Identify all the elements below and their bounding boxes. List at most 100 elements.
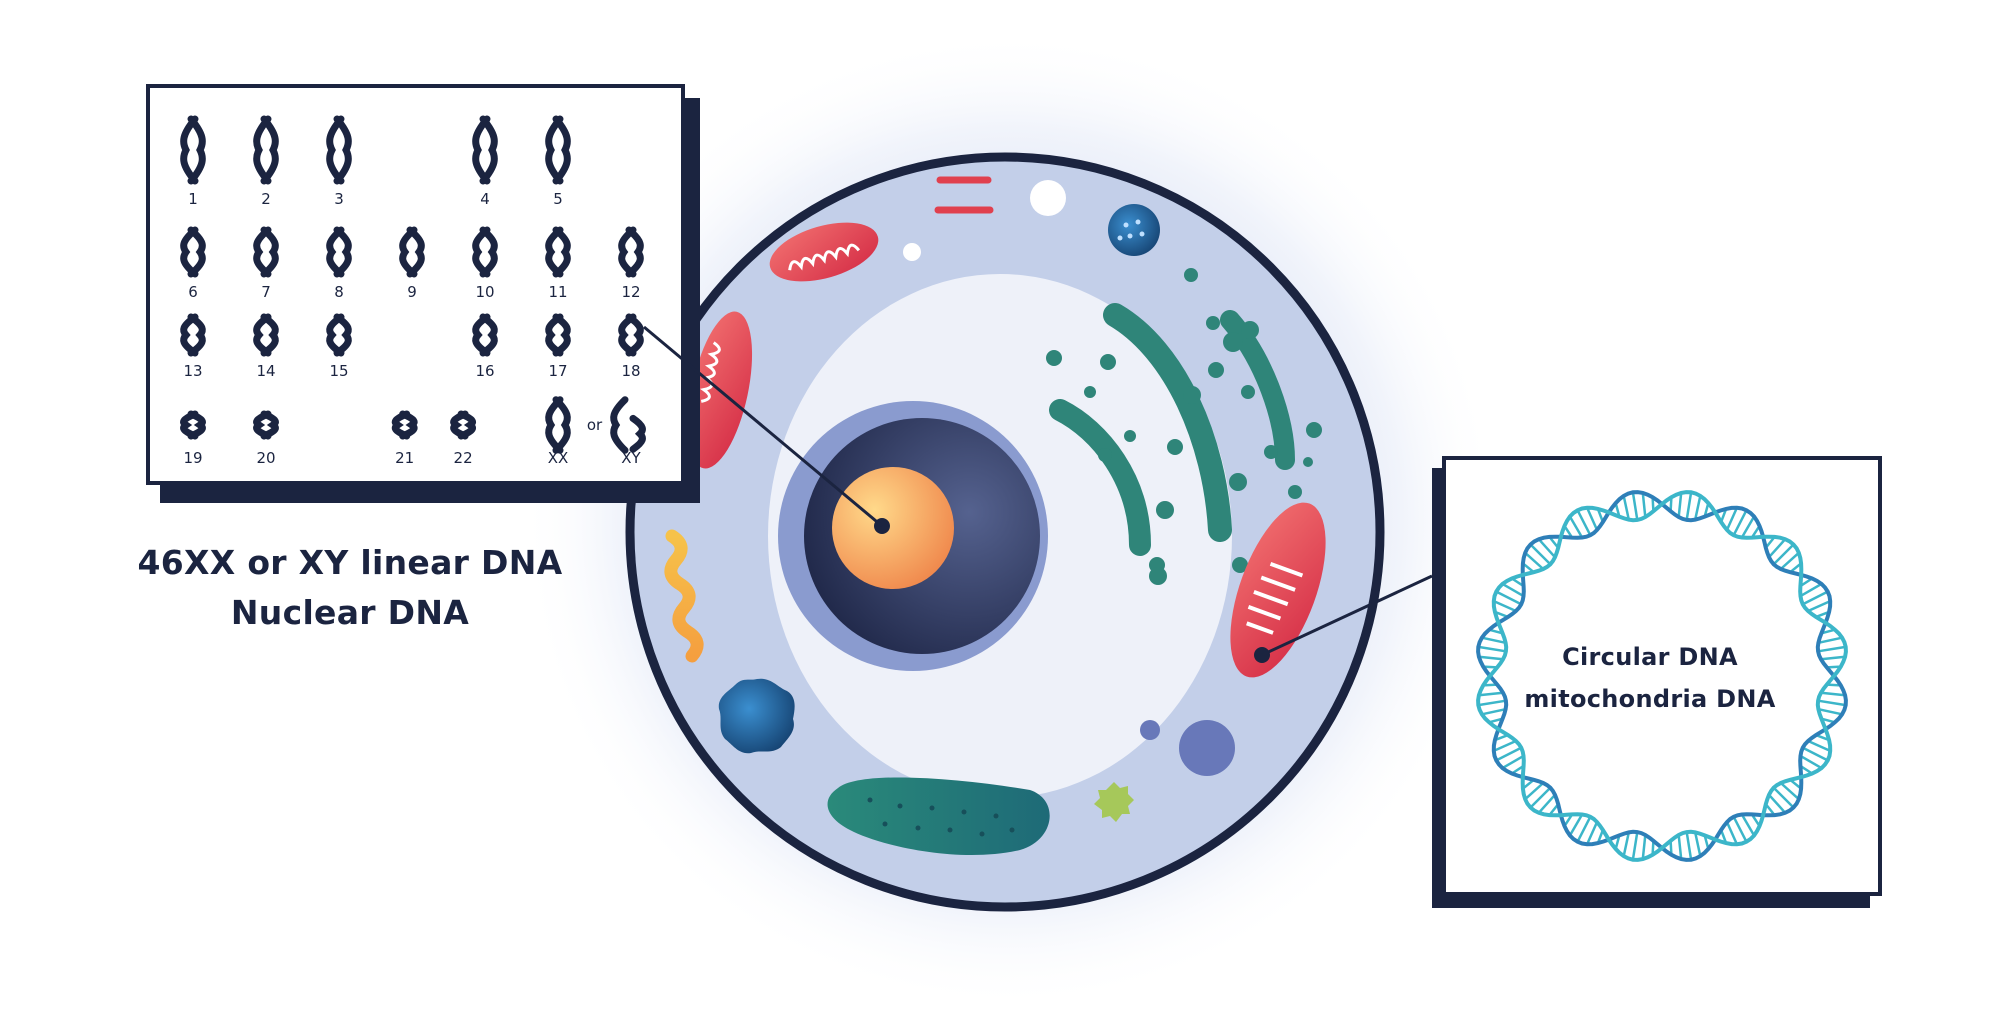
- dna-base-pair: [1568, 515, 1584, 539]
- chromosome-12: 12: [618, 226, 644, 301]
- dna-base-pair: [1768, 538, 1787, 559]
- chromosome-label: 16: [475, 362, 494, 380]
- lysosome-blob: [718, 678, 795, 754]
- chromosome-6: 6: [180, 226, 206, 301]
- er-vesicles: [1046, 268, 1322, 585]
- chromosome-18: 18: [618, 313, 644, 380]
- dna-base-pair: [1529, 786, 1552, 809]
- dna-base-pair: [1631, 831, 1639, 860]
- mito-dna-box: [1442, 456, 1882, 896]
- dna-base-pair: [1802, 746, 1829, 762]
- chromosome-9: 9: [399, 226, 425, 301]
- dna-base-pair: [1524, 551, 1545, 570]
- dna-base-pair: [1820, 655, 1846, 661]
- karyotype-or-label: or: [587, 416, 603, 434]
- dna-base-pair: [1693, 832, 1702, 857]
- dna-base-pair: [1537, 538, 1556, 559]
- chromosome-label: 3: [334, 190, 344, 208]
- dna-base-pair: [1817, 699, 1846, 707]
- mito-caption-line2: mitochondria DNA: [1524, 685, 1776, 713]
- karyotype-box: [146, 84, 685, 485]
- chromosome-label: 15: [329, 362, 348, 380]
- dna-base-pair: [1725, 507, 1739, 531]
- mito-pointer-line: [1261, 574, 1433, 657]
- chromosome-label: 7: [261, 283, 271, 301]
- dna-base-pair: [1576, 816, 1592, 843]
- chromosome-label: 4: [480, 190, 490, 208]
- chromosome-label: 10: [475, 283, 494, 301]
- ribosome-cluster: [1108, 204, 1160, 256]
- nuclear-caption-line1: 46XX or XY linear DNA: [137, 543, 563, 582]
- dna-base-pair: [1802, 590, 1829, 606]
- nuclear-caption-line2: Nuclear DNA: [230, 593, 470, 632]
- dna-base-pair: [1622, 495, 1631, 520]
- dna-base-pair: [1685, 492, 1693, 521]
- dna-base-pair: [1568, 813, 1584, 837]
- dna-base-pair: [1820, 691, 1846, 697]
- dna-base-pair: [1622, 832, 1631, 857]
- vesicle-white-large: [1030, 180, 1066, 216]
- chromosome-11: 11: [545, 226, 571, 301]
- chromosome-5: 5: [545, 115, 571, 208]
- chromosome-22: 22: [450, 410, 476, 467]
- dna-base-pair: [1493, 739, 1517, 753]
- dna-base-pair: [1772, 543, 1795, 566]
- chromosome-label: 8: [334, 283, 344, 301]
- dna-base-pair: [1799, 754, 1823, 770]
- chromosome-label: 12: [621, 283, 640, 301]
- chromosome-15: 15: [326, 313, 352, 380]
- chromosome-19: 19: [180, 410, 206, 467]
- dna-base-pair: [1768, 793, 1787, 814]
- chromosome-label: 19: [183, 449, 202, 467]
- mito-caption-line1: Circular DNA: [1562, 643, 1738, 671]
- chromosome-10: 10: [472, 226, 498, 301]
- chromosome-16: 16: [472, 313, 498, 380]
- dna-base-pair: [1677, 492, 1683, 518]
- dna-base-pair: [1481, 707, 1506, 716]
- chromosome-label: 5: [553, 190, 563, 208]
- dna-base-pair: [1818, 707, 1843, 716]
- chromosome-label: 2: [261, 190, 271, 208]
- yellow-squiggle: [664, 529, 704, 663]
- dna-base-pair: [1677, 834, 1683, 860]
- nuclear-dna-caption: 46XX or XY linear DNA Nuclear DNA: [110, 538, 590, 638]
- dna-base-pair: [1779, 782, 1800, 801]
- dna-base-pair: [1631, 492, 1639, 521]
- dna-base-pair: [1501, 754, 1525, 770]
- chromosome-1: 1: [180, 115, 206, 208]
- chromosome-8: 8: [326, 226, 352, 301]
- chromosome-label: 17: [548, 362, 567, 380]
- dna-base-pair: [1817, 645, 1846, 653]
- chromosome-label: 9: [407, 283, 417, 301]
- mitochondrion-top: [769, 222, 879, 282]
- chromosome-label: 20: [256, 449, 275, 467]
- chromosome-label: XX: [548, 449, 569, 467]
- small-red-lines: [934, 176, 994, 214]
- dna-base-pair: [1481, 636, 1506, 645]
- dna-base-pair: [1524, 782, 1545, 801]
- dna-base-pair: [1501, 582, 1525, 598]
- chromosome-label: 13: [183, 362, 202, 380]
- vesicle-white-small: [903, 243, 921, 261]
- dna-base-pair: [1772, 786, 1795, 809]
- dna-base-pair: [1693, 495, 1702, 520]
- vacuole: [827, 777, 1050, 856]
- chromosome-label: 22: [454, 449, 473, 467]
- dna-base-pair: [1725, 821, 1739, 845]
- dna-base-pair: [1807, 739, 1831, 753]
- chromosome-label: 11: [548, 283, 567, 301]
- chromosome-13: 13: [180, 313, 206, 380]
- chromosome-17: 17: [545, 313, 571, 380]
- mito-dna-caption: Circular DNA mitochondria DNA: [1500, 636, 1800, 720]
- chromosome-7: 7: [253, 226, 279, 301]
- chromosome-xx: XX: [545, 396, 571, 467]
- circular-dna-ring: [1476, 490, 1848, 862]
- chromosome-21: 21: [391, 410, 418, 467]
- chromosome-14: 14: [253, 313, 279, 380]
- chromosome-20: 20: [253, 410, 279, 467]
- peroxisome: [1094, 782, 1134, 822]
- dna-base-pair: [1740, 813, 1756, 837]
- dna-base-pair: [1585, 507, 1599, 531]
